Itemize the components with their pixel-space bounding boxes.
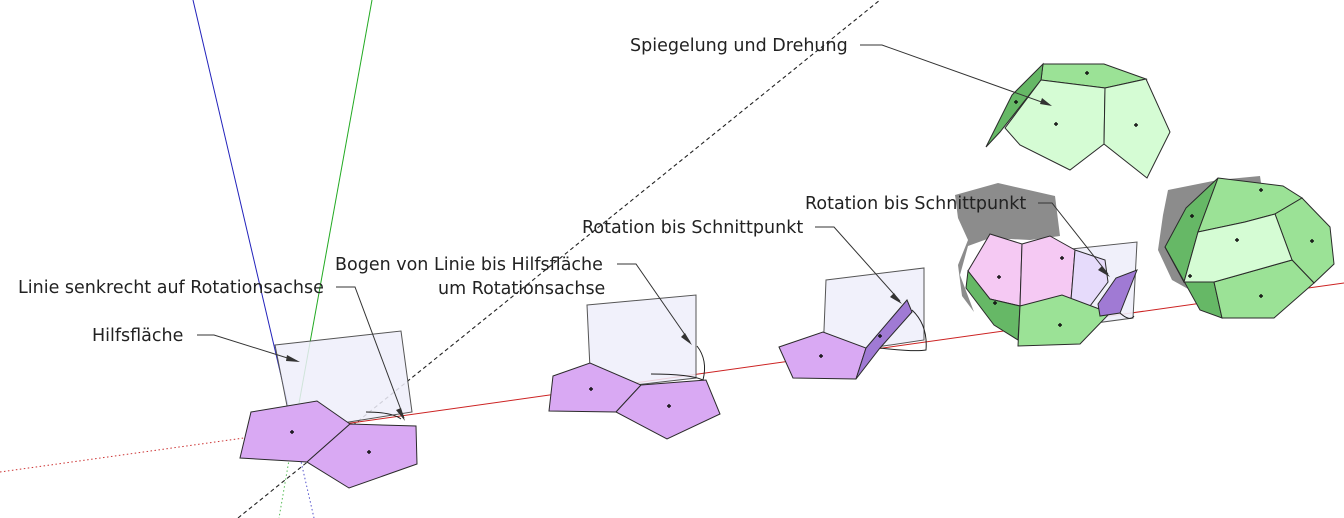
leader-line bbox=[197, 334, 298, 362]
pentagon-face-pink bbox=[1019, 235, 1076, 307]
leader-line bbox=[860, 44, 1051, 106]
rotation-arc bbox=[879, 309, 927, 352]
cross-marker bbox=[1014, 71, 1138, 127]
annotations: Spiegelung und Drehung Rotation bis Schn… bbox=[18, 36, 1110, 421]
label-rotation-a: Rotation bis Schnittpunkt bbox=[582, 218, 803, 238]
leader-line bbox=[1038, 202, 1109, 275]
pentagon-face bbox=[306, 423, 418, 489]
mirrored-cap bbox=[985, 62, 1171, 179]
arrowhead bbox=[396, 408, 405, 421]
arrowhead bbox=[890, 293, 902, 304]
rotation-arc bbox=[365, 411, 402, 420]
arrowhead bbox=[1098, 266, 1110, 277]
cross-marker bbox=[993, 256, 1064, 327]
leader-line bbox=[617, 263, 691, 343]
blue-axis bbox=[192, 0, 295, 432]
construction-guide-line bbox=[237, 0, 881, 518]
leader-line bbox=[336, 286, 405, 419]
pentagon-face-green bbox=[1017, 294, 1111, 347]
label-bogen-line1: Bogen von Linie bis Hilfsfläche bbox=[335, 255, 603, 275]
rotated-face bbox=[1097, 269, 1138, 317]
rotation-arc bbox=[1119, 312, 1135, 319]
label-linie: Linie senkrecht auf Rotationsachse bbox=[18, 278, 324, 298]
cross-marker bbox=[290, 430, 371, 454]
label-bogen-line2: um Rotationsachse bbox=[438, 279, 605, 299]
rotation-arc bbox=[650, 345, 705, 381]
blue-axis-dotted bbox=[293, 430, 315, 518]
cap-face-right bbox=[1103, 78, 1171, 179]
cross-marker bbox=[819, 334, 882, 358]
label-rotation-b: Rotation bis Schnittpunkt bbox=[805, 194, 1026, 214]
construction-group-1 bbox=[239, 330, 418, 489]
cross-marker bbox=[589, 387, 671, 408]
arrowhead bbox=[681, 333, 692, 345]
cross-marker bbox=[1188, 188, 1314, 298]
complete-dodecahedron bbox=[1158, 176, 1335, 319]
partial-dodecahedron bbox=[955, 183, 1138, 347]
construction-group-3 bbox=[778, 267, 927, 380]
arrowhead bbox=[286, 355, 300, 362]
dodeca-face-front bbox=[1183, 213, 1293, 283]
pentagon-face-light bbox=[1070, 249, 1109, 307]
rotated-face bbox=[855, 299, 913, 380]
pentagon-face bbox=[615, 379, 721, 440]
leader-line bbox=[815, 226, 901, 302]
arrowhead bbox=[1040, 98, 1052, 106]
construction-group-2 bbox=[548, 294, 721, 440]
label-hilfsflaeche: Hilfsfläche bbox=[92, 326, 183, 346]
label-spiegelung: Spiegelung und Drehung bbox=[630, 36, 848, 56]
shadow bbox=[955, 183, 1060, 312]
cap-face-left bbox=[985, 62, 1044, 148]
green-axis-dotted bbox=[278, 430, 295, 518]
helper-plane bbox=[822, 267, 925, 356]
red-axis-dotted bbox=[0, 430, 295, 473]
